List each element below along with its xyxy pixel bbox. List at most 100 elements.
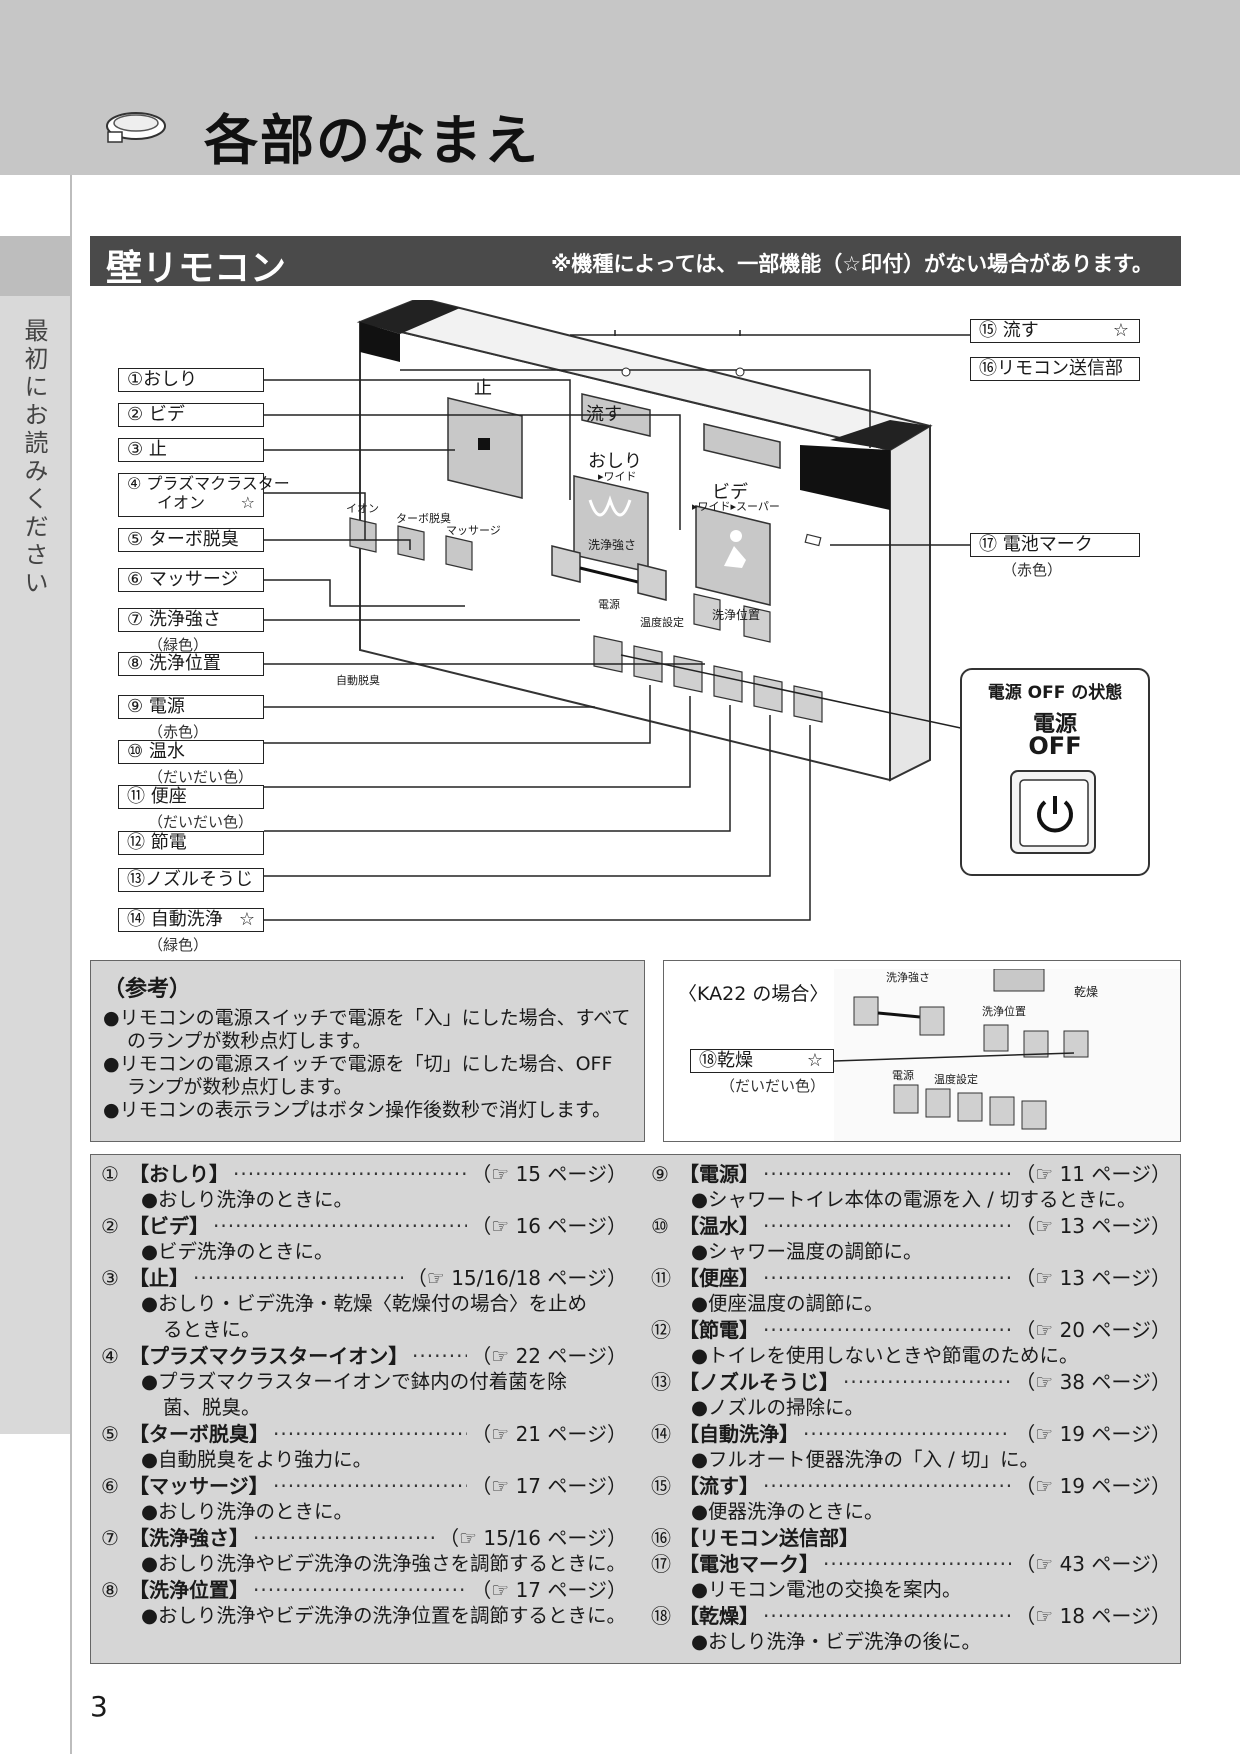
description-text: るときに。 [163,1318,261,1341]
description-text: ●プラズマクラスターイオンで鉢内の付着菌を除 [141,1370,567,1393]
remote-position-text: 洗浄位置 [712,608,761,622]
description-name: 【温水】 [679,1214,759,1238]
description-heading: ⑮【流す】···································… [651,1473,1171,1499]
page-reference: （☞ 15/16/18 ページ） [406,1266,627,1290]
remote-oshiri-sub: ▸ワイド [598,470,637,483]
description-heading: ⑱【乾燥】···································… [651,1603,1171,1629]
description-text: ●リモコン電池の交換を案内。 [691,1578,962,1601]
description-heading: ⑪【便座】···································… [651,1265,1171,1291]
power-off-panel: 電源 OFF の状態 電源 OFF [960,668,1150,876]
remote-bide-sub: ▸ワイド▸スーパー [692,500,780,513]
section-header: 壁リモコン ※機種によっては、一部機能（☆印付）がない場合があります。 [90,236,1181,289]
ka22-dry-text: 乾燥 [1074,985,1099,999]
sidebar-divider [70,175,72,1754]
description-name: 【洗浄位置】 [129,1578,249,1602]
label-plasmacluster-line1: ④ プラズマクラスター [127,474,290,493]
label-turbo: ⑤ ターボ脱臭 [118,528,264,552]
label-power-save: ⑫ 節電 [118,831,264,855]
label-warm-water-color: （だいだい色） [148,768,254,786]
label-dry: ⑱乾燥☆ [690,1049,834,1073]
label-plasmacluster-line2: イオン☆ [127,493,263,512]
description-number: ⑬ [651,1370,671,1394]
remote-diagram: 止 流す おしり ▸ワイド ビデ ▸ワイド▸スーパー イオン ターボ脱臭 マッサ… [90,296,1181,954]
description-heading: ③【止】····································… [101,1265,627,1291]
description-number: ⑨ [651,1162,669,1186]
description-name: 【節電】 [679,1318,759,1342]
dot-leader: ········································… [763,1474,1011,1498]
description-number: ⑰ [651,1552,671,1576]
label-flush-text: ⑮ 流す [979,320,1039,341]
reference-box: （参考） ●リモコンの電源スイッチで電源を「入」にした場合、すべてのランプが数秒… [90,960,645,1142]
label-stop: ③ 止 [118,438,264,462]
ka22-strength-text: 洗浄強さ [886,971,930,984]
page-title: 各部のなまえ [204,109,540,172]
description-name: 【リモコン送信部】 [679,1526,859,1550]
remote-temp-text: 温度設定 [640,616,684,629]
description-heading: ⑩【温水】···································… [651,1213,1171,1239]
description-number: ⑯ [651,1526,671,1550]
reference-item: ●リモコンの電源スイッチで電源を「切」にした場合、OFF ランプが数秒点灯します… [103,1053,613,1098]
description-number: ⑫ [651,1318,671,1342]
remote-turbo-text: ターボ脱臭 [396,512,451,525]
description-text: ●便器洗浄のときに。 [691,1500,884,1523]
description-text: ●ノズルの掃除に。 [691,1396,865,1419]
description-name: 【便座】 [679,1266,759,1290]
page-reference: （☞ 21 ページ） [471,1422,627,1446]
label-power-color: （赤色） [148,723,209,741]
dot-leader: ········································… [803,1422,1011,1446]
ka22-box: 〈KA22 の場合〉 洗浄強さ 洗浄位置 乾燥 電源 温度設定 ⑱乾燥☆ （だい… [663,960,1181,1142]
label-auto-flush: ⑭ 自動洗浄☆ [118,908,264,932]
dot-leader: ········································… [763,1162,1011,1186]
label-nozzle-clean: ⑬ノズルそうじ [118,868,264,892]
off-panel-power: 電源 [1032,712,1077,737]
remote-ion-text: イオン [346,502,379,515]
off-panel-off: OFF [1028,732,1082,760]
label-plasmacluster-ion: イオン [157,493,206,512]
dot-leader: ········································… [763,1214,1011,1238]
description-text: ●トイレを使用しないときや節電のために。 [691,1344,1079,1367]
remote-stop-text: 止 [474,378,492,399]
description-name: 【自動洗浄】 [679,1422,799,1446]
label-flush: ⑮ 流す ☆ [970,319,1140,343]
description-name: 【ビデ】 [129,1214,209,1238]
page-header: 各部のなまえ [0,0,1240,175]
description-text: ●ビデ洗浄のときに。 [141,1240,334,1263]
sidebar-tab [0,236,70,296]
label-battery-color: （赤色） [1002,561,1063,579]
description-number: ⑱ [651,1604,671,1628]
page-reference: （☞ 22 ページ） [471,1344,627,1368]
description-name: 【乾燥】 [679,1604,759,1628]
label-plasmacluster: ④ プラズマクラスター イオン☆ [118,473,290,517]
description-heading: ②【ビデ】···································… [101,1213,627,1239]
dot-leader: ········································… [412,1344,467,1368]
description-text: ●おしり洗浄やビデ洗浄の洗浄位置を調節するときに。 [141,1604,627,1627]
description-name: 【ターボ脱臭】 [129,1422,269,1446]
star-icon: ☆ [1112,320,1129,341]
remote-auto-deodor-text: 自動脱臭 [336,674,380,687]
sidebar-band [0,296,70,1434]
description-heading: ⑭【自動洗浄】·································… [651,1421,1171,1447]
description-number: ④ [101,1344,119,1368]
description-number: ⑧ [101,1578,119,1602]
page-reference: （☞ 18 ページ） [1015,1604,1171,1628]
page-number: 3 [90,1690,108,1723]
ka22-temp-text: 温度設定 [934,1073,978,1086]
dot-leader: ········································… [213,1214,467,1238]
section-title: 壁リモコン [106,248,287,289]
remote-massage-text: マッサージ [446,524,501,537]
power-icon [1019,779,1089,847]
description-name: 【マッサージ】 [129,1474,269,1498]
description-name: 【洗浄強さ】 [129,1526,249,1550]
description-heading: ⑨【電源】···································… [651,1161,1171,1187]
dot-leader: ········································… [763,1266,1011,1290]
description-text: ●自動脱臭をより強力に。 [141,1448,373,1471]
description-text: ●おしり洗浄のときに。 [141,1500,354,1523]
ka22-leader [834,1052,1075,1062]
description-number: ⑥ [101,1474,119,1498]
dot-leader: ········································… [273,1474,467,1498]
ka22-position-text: 洗浄位置 [982,1005,1026,1018]
description-heading: ⑰【電池マーク】································… [651,1551,1171,1577]
label-transmitter: ⑯リモコン送信部 [970,357,1140,381]
description-text: 菌、脱臭。 [163,1396,261,1419]
label-massage: ⑥ マッサージ [118,568,264,592]
